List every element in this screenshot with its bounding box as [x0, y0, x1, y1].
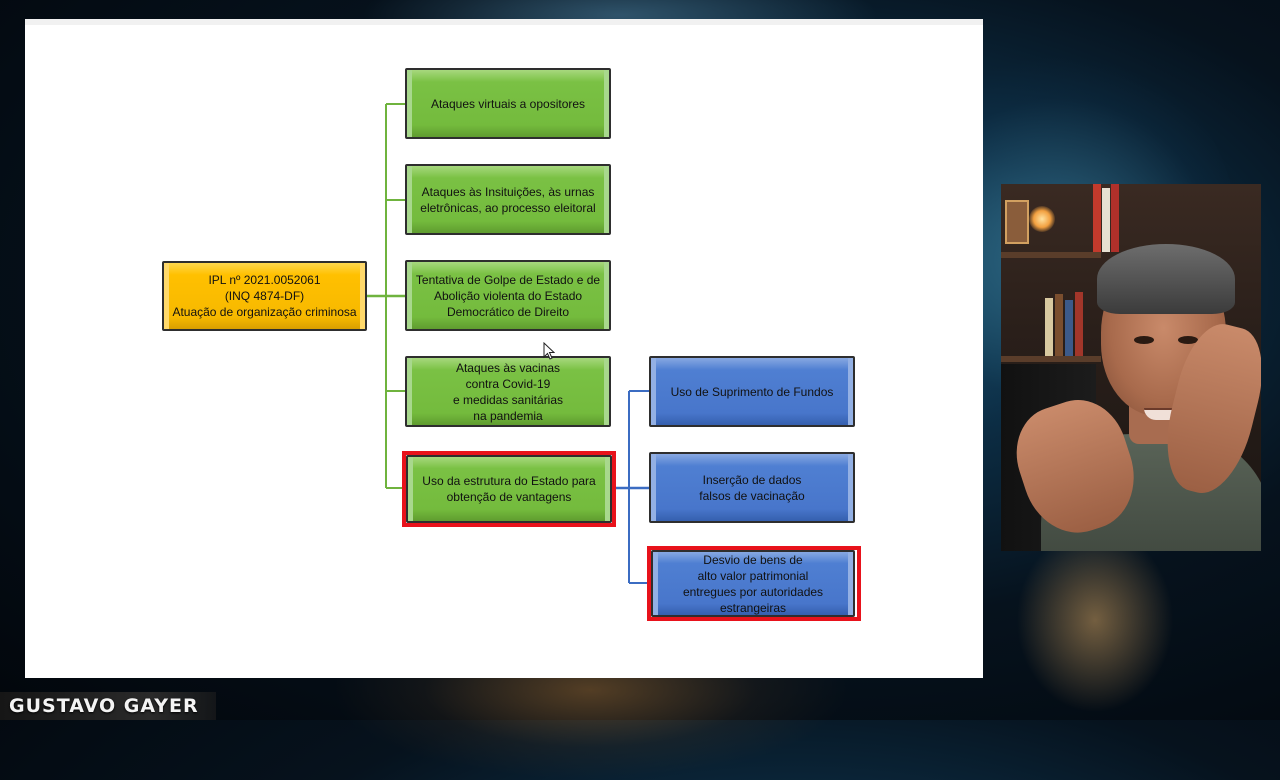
branch-node-institution-attacks: Ataques às Insituições, às urnas eletrôn…	[405, 164, 611, 235]
bookshelf	[1001, 252, 1101, 258]
slide-top-strip	[25, 19, 983, 25]
branch-node-coup-attempt: Tentativa de Golpe de Estado e de Aboliç…	[405, 260, 611, 331]
lamp-light-icon	[1029, 206, 1055, 232]
diagram-connectors	[367, 103, 650, 584]
presenter-eye	[1134, 336, 1154, 344]
root-node: IPL nº 2021.0052061 (INQ 4874-DF) Atuaçã…	[162, 261, 367, 331]
book-icon	[1102, 188, 1110, 252]
branch-node-vaccine-attacks: Ataques às vacinas contra Covid-19 e med…	[405, 356, 611, 427]
bookshelf	[1001, 356, 1101, 362]
book-icon	[1075, 292, 1083, 356]
book-icon	[1065, 300, 1073, 356]
sub-node-asset-diversion: Desvio de bens de alto valor patrimonial…	[651, 550, 855, 617]
presentation-slide: IPL nº 2021.0052061 (INQ 4874-DF) Atuaçã…	[25, 19, 983, 678]
book-icon	[1055, 294, 1063, 356]
book-icon	[1111, 184, 1119, 252]
picture-frame-icon	[1005, 200, 1029, 244]
presenter-nameplate: GUSTAVO GAYER	[0, 692, 216, 720]
presenter-name: GUSTAVO GAYER	[9, 695, 199, 717]
presenter-eye	[1178, 336, 1198, 344]
branch-node-virtual-attacks: Ataques virtuais a opositores	[405, 68, 611, 139]
book-icon	[1045, 298, 1053, 356]
book-icon	[1093, 184, 1101, 252]
sub-node-false-vaccination-data: Inserção de dados falsos de vacinação	[649, 452, 855, 523]
presenter-webcam	[1001, 184, 1261, 551]
presenter-hair	[1097, 244, 1235, 314]
sub-node-fund-supply: Uso de Suprimento de Fundos	[649, 356, 855, 427]
branch-node-state-structure: Uso da estrutura do Estado para obtenção…	[406, 455, 612, 523]
mouse-cursor-icon	[543, 342, 555, 360]
